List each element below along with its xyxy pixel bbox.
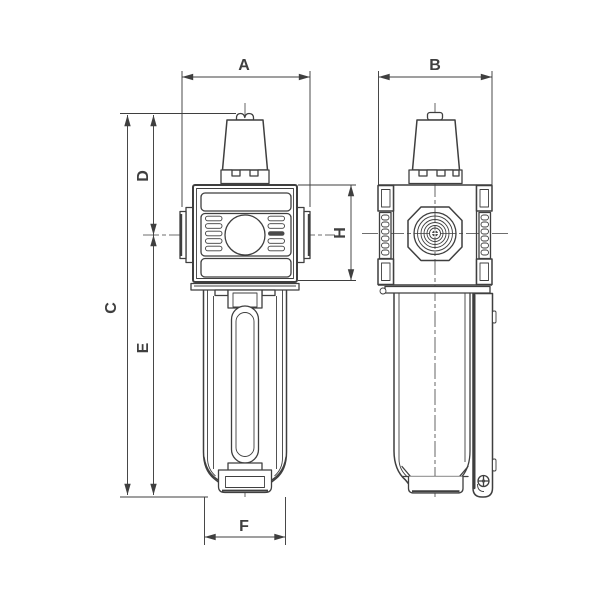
knob-castellated-base bbox=[408, 169, 463, 185]
knob-cone bbox=[221, 119, 269, 171]
filled-slat bbox=[268, 231, 285, 236]
dimension-a: A bbox=[181, 57, 311, 207]
side-body bbox=[377, 184, 493, 295]
bracket-tab-bottom bbox=[492, 458, 497, 472]
drain-inner bbox=[225, 476, 265, 488]
dim-label-c: C bbox=[103, 302, 120, 314]
dim-label-a: A bbox=[238, 57, 250, 74]
dimension-e: E bbox=[135, 234, 157, 496]
dim-label-f: F bbox=[239, 518, 249, 535]
vent-slats-right bbox=[267, 215, 285, 252]
dim-label-h: H bbox=[332, 227, 349, 239]
front-left-port bbox=[179, 206, 195, 264]
knob-cone bbox=[411, 119, 461, 171]
front-adjustment-knob bbox=[220, 112, 270, 185]
dimensions: A B C D E H bbox=[103, 57, 493, 545]
drain-housing bbox=[217, 469, 273, 494]
body-inner-outline bbox=[196, 188, 294, 279]
body-top-panel bbox=[200, 192, 292, 212]
dimension-c: C bbox=[103, 114, 131, 496]
bracket-outline bbox=[472, 292, 494, 498]
bracket-tab-top bbox=[492, 310, 497, 324]
front-bowl bbox=[202, 289, 288, 494]
dim-label-d: D bbox=[135, 170, 152, 182]
side-port-boss bbox=[407, 206, 463, 262]
vent-slats-left bbox=[205, 215, 223, 252]
side-clamp-left bbox=[377, 184, 395, 286]
flange-screw bbox=[379, 287, 387, 295]
knob-cap bbox=[426, 111, 444, 121]
dim-label-e: E bbox=[135, 342, 152, 353]
side-bowl bbox=[393, 292, 471, 494]
side-bowl-flange bbox=[384, 285, 491, 294]
side-clamp-right bbox=[475, 184, 493, 286]
side-view bbox=[362, 103, 508, 498]
bowl-outer-right bbox=[268, 290, 288, 485]
bowl-outer-right bbox=[461, 292, 471, 478]
bowl-outer-left bbox=[202, 290, 222, 485]
front-right-port bbox=[295, 206, 311, 264]
knob-castellated-base bbox=[220, 169, 270, 185]
body-mid-panel bbox=[200, 212, 292, 257]
body-bottom-panel bbox=[200, 257, 292, 278]
front-view bbox=[143, 103, 335, 497]
bowl-outer-left bbox=[393, 293, 413, 488]
dimension-h: H bbox=[298, 184, 356, 281]
side-drain-housing bbox=[407, 475, 464, 494]
body-outline bbox=[192, 184, 298, 283]
front-body bbox=[192, 184, 298, 283]
dim-label-b: B bbox=[429, 57, 441, 74]
dimension-d: D bbox=[135, 114, 157, 236]
mounting-bracket bbox=[472, 292, 497, 498]
dimension-f: F bbox=[204, 497, 286, 545]
side-adjustment-knob bbox=[408, 111, 463, 185]
sight-glass-inner bbox=[235, 312, 255, 457]
knob-cap bbox=[235, 112, 255, 121]
octagonal-boss bbox=[407, 206, 463, 262]
bracket-screw bbox=[477, 474, 490, 488]
dimension-b: B bbox=[378, 57, 493, 186]
diaphragm-circle bbox=[224, 214, 266, 256]
